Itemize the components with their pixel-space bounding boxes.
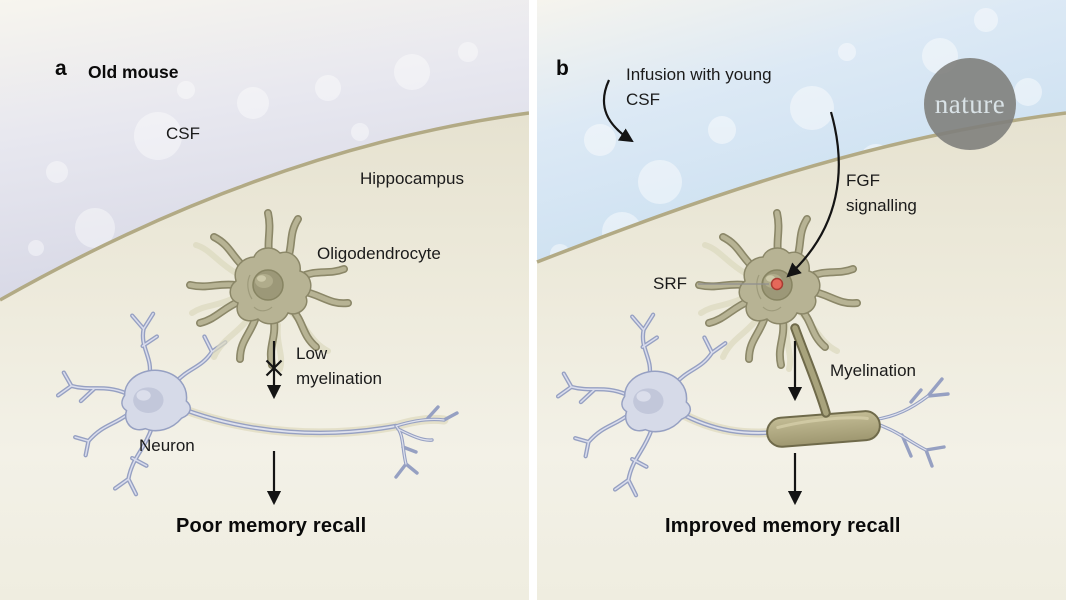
srf-dot: [770, 277, 784, 291]
panel-a: [0, 0, 530, 600]
label-low-myelination: Low myelination: [296, 344, 382, 388]
nature-logo-text: nature: [934, 88, 1006, 119]
label-infusion-young-csf: Infusion with young CSF: [626, 65, 772, 109]
panel-a-outcome: Poor memory recall: [176, 515, 367, 537]
panel-divider: [529, 0, 537, 600]
panel-b-art: [558, 79, 950, 506]
label-neuron: Neuron: [139, 436, 195, 455]
csf-region-b: [537, 0, 1066, 262]
label-hippocampus: Hippocampus: [360, 169, 464, 188]
panel-b-letter: b: [556, 57, 570, 80]
infusion-arrow-icon: [602, 79, 634, 143]
label-myelination: Myelination: [830, 361, 916, 380]
csf-region-a: [0, 0, 529, 300]
axon-a: [170, 401, 459, 479]
blocked-arrow-icon: [265, 341, 283, 400]
label-fgf-signalling: FGF signalling: [846, 171, 917, 215]
nature-logo: nature: [924, 58, 1016, 150]
panel-a-title: Old mouse: [88, 62, 179, 82]
label-srf: SRF: [653, 274, 687, 293]
label-csf: CSF: [166, 124, 200, 143]
myelin-sheath: [766, 410, 881, 448]
oligo-process: [790, 323, 831, 418]
membrane-edge-a: [0, 111, 530, 302]
label-oligodendrocyte: Oligodendrocyte: [317, 244, 441, 263]
panel-a-letter: a: [55, 57, 68, 80]
panel-b-outcome: Improved memory recall: [665, 515, 901, 537]
fgf-arrow-icon: [786, 111, 840, 278]
